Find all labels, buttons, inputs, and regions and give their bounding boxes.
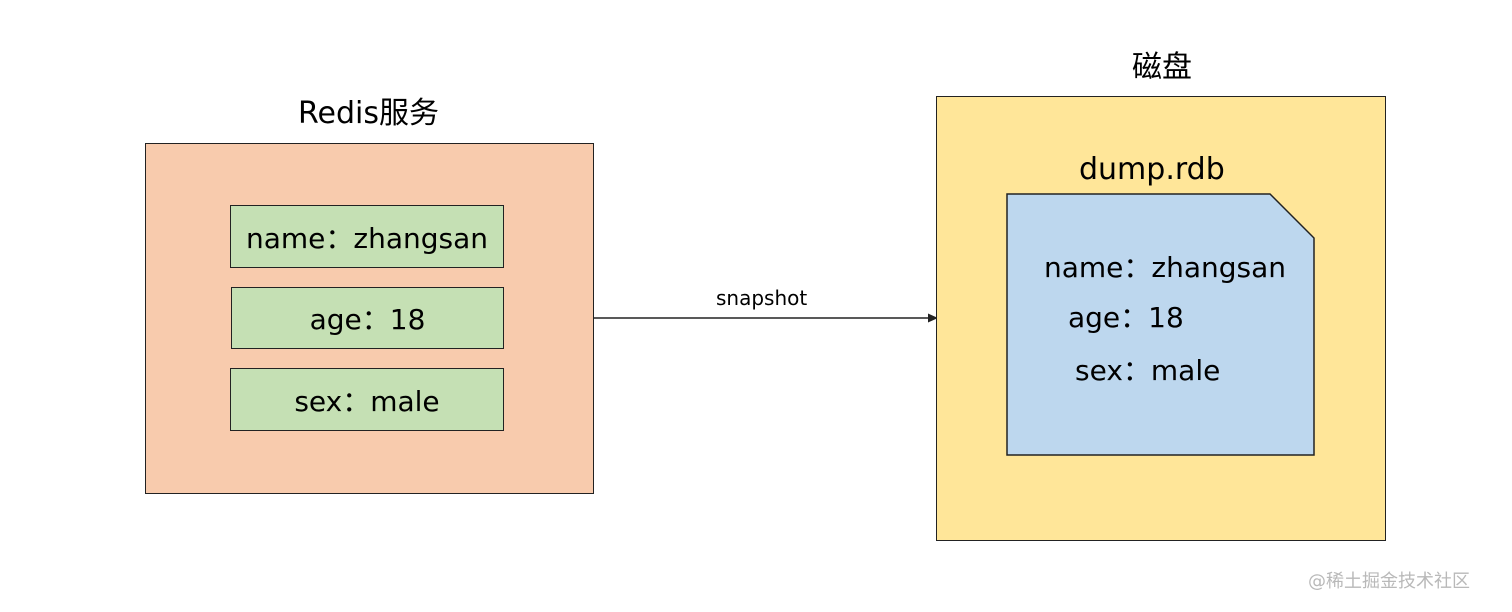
redis-service-title: Redis服务 bbox=[298, 96, 439, 131]
watermark: @稀土掘金技术社区 bbox=[1308, 571, 1470, 592]
rdb-entry-sex: sex：male bbox=[1075, 354, 1221, 387]
redis-entry-sex: sex：male bbox=[230, 368, 504, 431]
rdb-entry-name: name：zhangsan bbox=[1044, 251, 1287, 284]
rdb-entry-age: age：18 bbox=[1068, 301, 1184, 334]
snapshot-arrow bbox=[593, 313, 938, 323]
rdb-file-icon bbox=[1006, 193, 1315, 456]
disk-title: 磁盘 bbox=[1132, 50, 1192, 85]
redis-entry-age: age：18 bbox=[231, 287, 504, 349]
redis-entry-name: name：zhangsan bbox=[230, 205, 504, 268]
rdb-file-name: dump.rdb bbox=[1079, 152, 1225, 187]
snapshot-label: snapshot bbox=[716, 286, 808, 310]
